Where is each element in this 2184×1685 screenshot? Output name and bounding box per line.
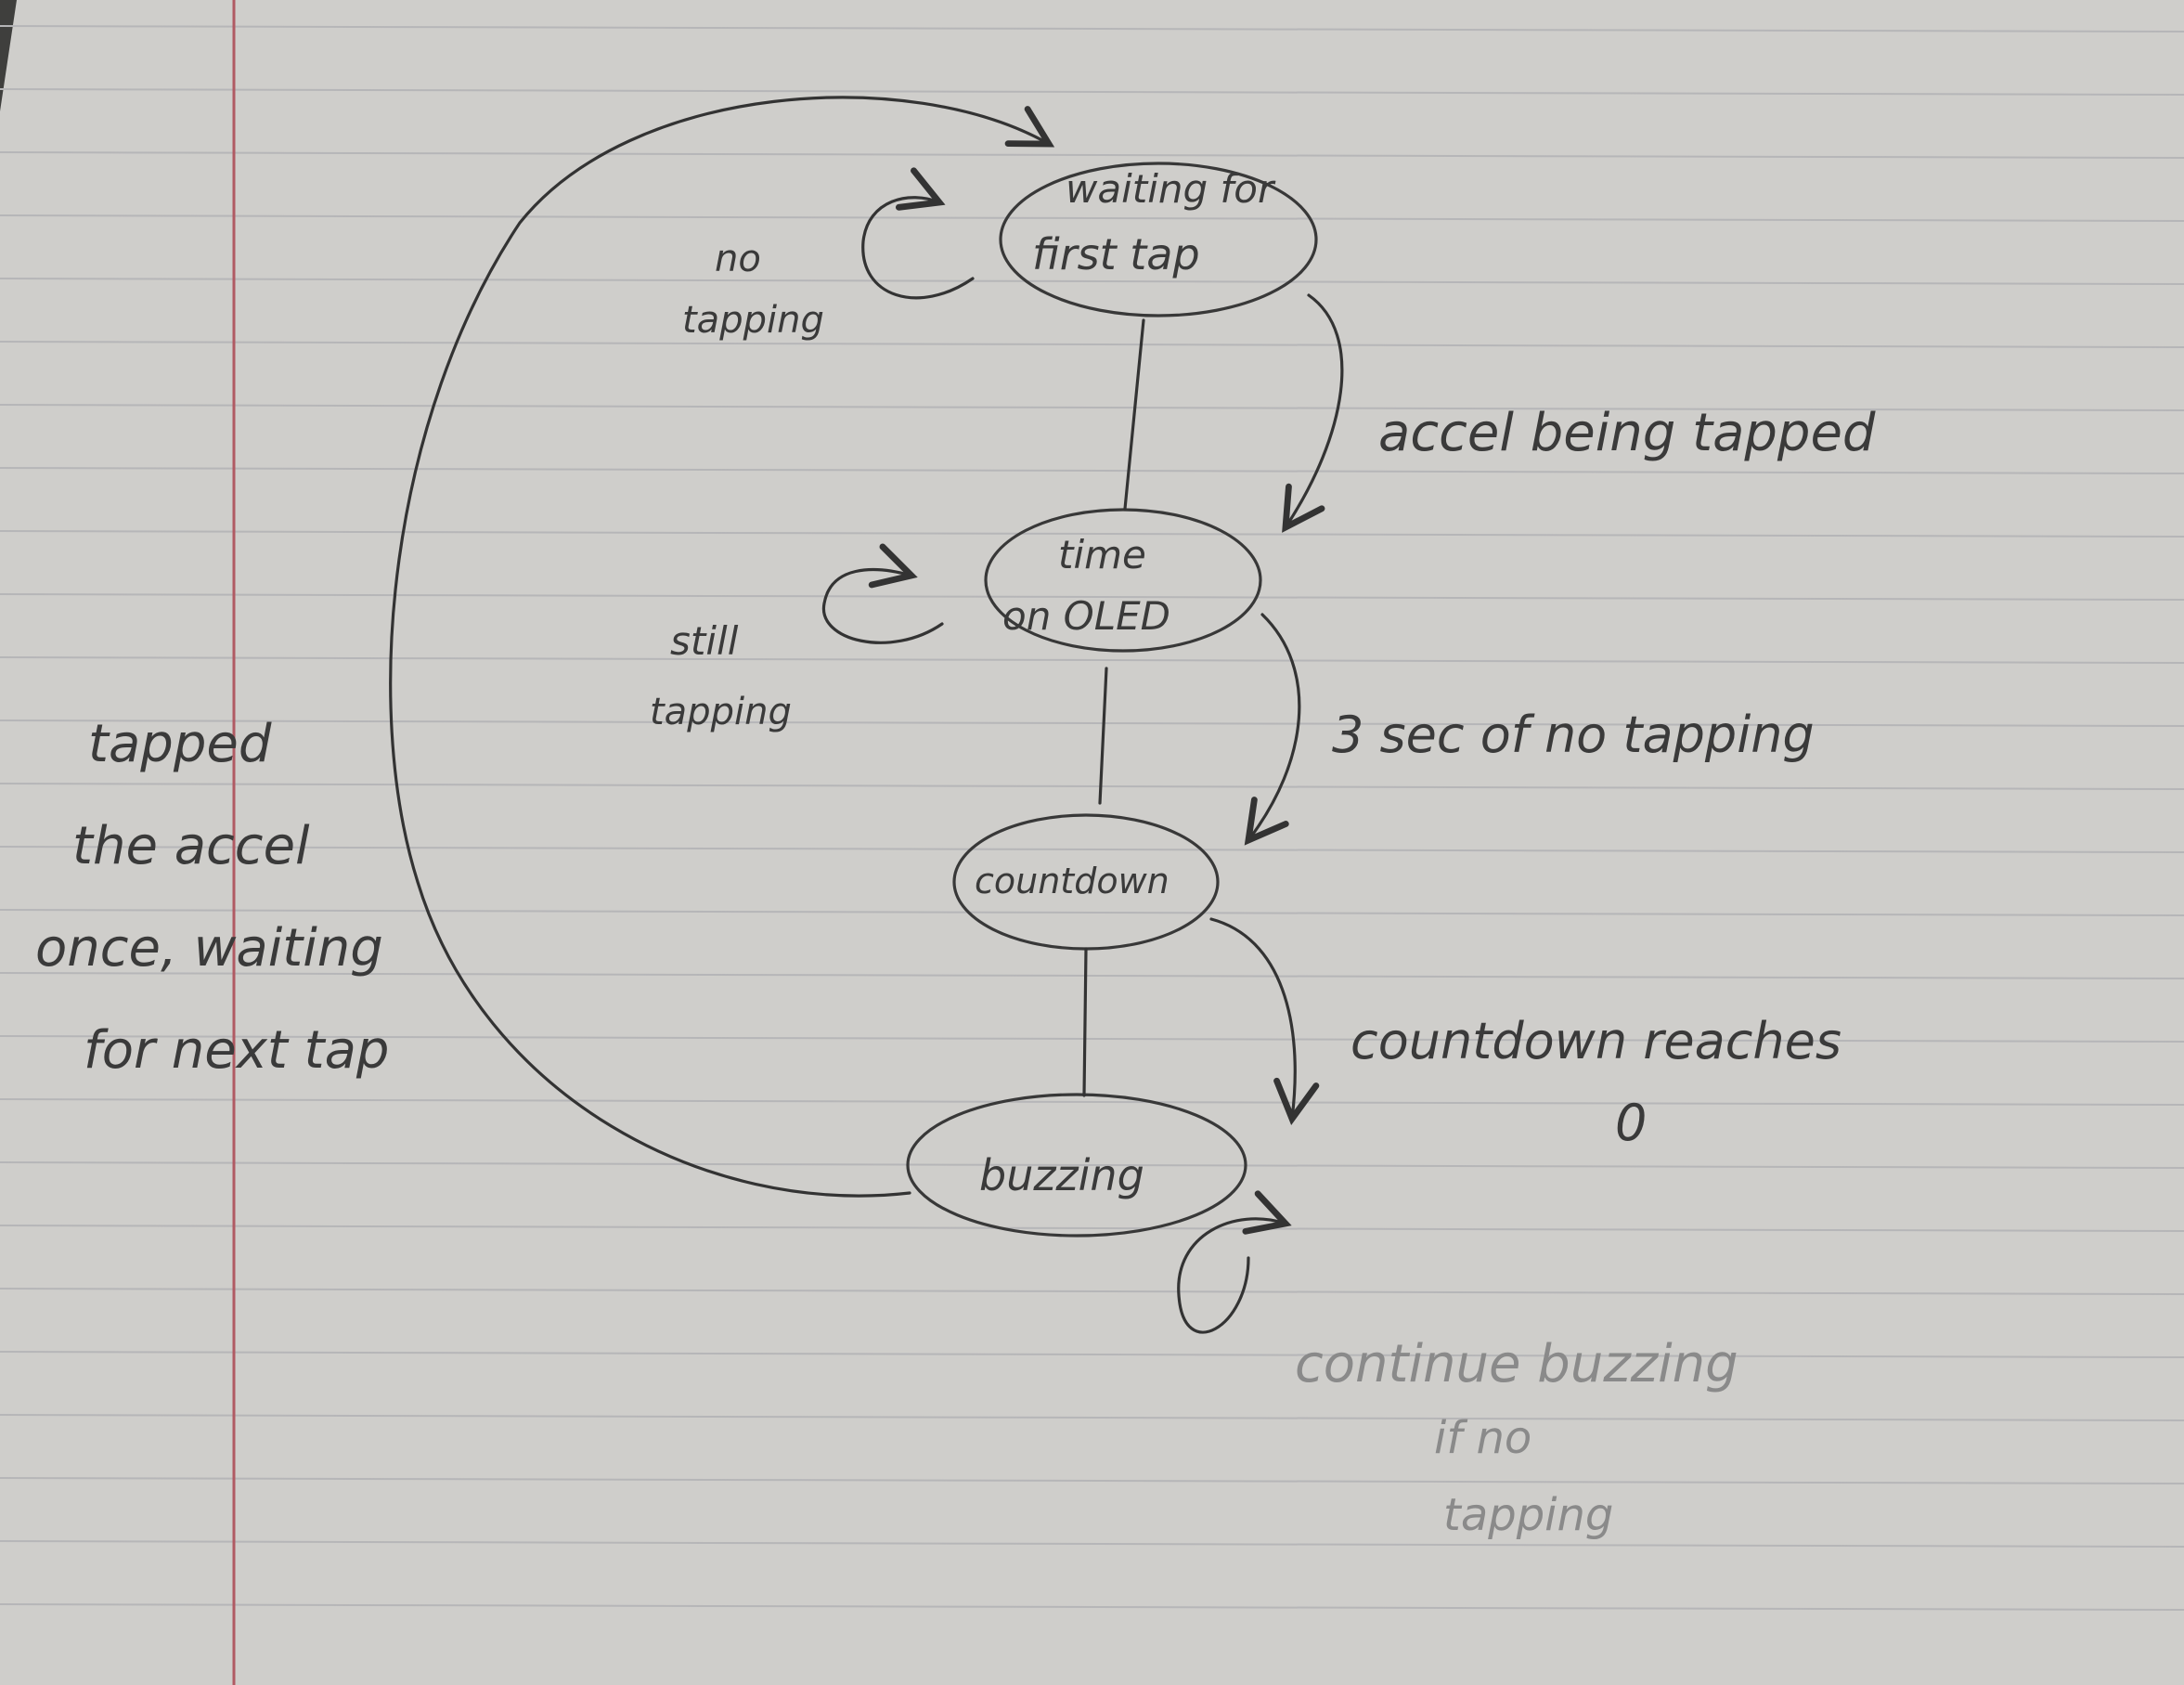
ruled-line [0,1414,2184,1421]
arrow-countdown-reaches [1209,917,1320,1125]
arrow-three-sec [1244,613,1301,846]
ruled-lines [0,25,2184,1611]
return-arc [389,96,1055,1198]
arrow-accel-tapped [1282,293,1344,533]
label-three-sec: 3 sec of no tapping [1332,706,1815,764]
ruled-line [0,783,2184,790]
label-tapping-1: tapping [682,299,824,342]
label-tapped: tapped [88,714,272,774]
label-the-accel: the accel [72,816,310,876]
label-zero: 0 [1615,1094,1647,1152]
label-tapping-2: tapping [650,691,792,733]
label-time-line2: on OLED [1002,593,1170,639]
loop-still-tapping [821,543,944,644]
ruled-line [0,1225,2184,1232]
ruled-line [0,214,2184,222]
ruled-line [0,1603,2184,1611]
label-continue-buzzing: continue buzzing [1295,1334,1738,1394]
ruled-line [0,1351,2184,1358]
connector-3 [1082,947,1088,1097]
ruled-line [0,341,2184,348]
ruled-line [0,530,2184,538]
label-if-no: if no [1434,1412,1531,1464]
ruled-line [0,1477,2184,1484]
connector-1 [1123,318,1145,511]
state-buzzing [906,1093,1247,1238]
loop-no-tapping [861,167,975,300]
label-no: no [715,238,761,280]
ruled-line [0,909,2184,916]
ruled-line [0,1098,2184,1106]
ruled-line [0,151,2184,159]
ruled-line [0,846,2184,853]
label-waiting-line2: first tap [1032,229,1200,279]
ruled-line [0,972,2184,979]
ruled-line [0,278,2184,285]
label-waiting-line1: waiting for [1066,166,1276,212]
ruled-line [0,593,2184,601]
label-accel-being-tapped: accel being tapped [1378,403,1876,463]
label-for-next-tap: for next tap [84,1020,389,1081]
connector-2 [1098,667,1108,805]
ruled-line [0,1161,2184,1169]
ruled-line [0,467,2184,474]
ruled-line [0,1288,2184,1295]
ruled-line [0,1540,2184,1548]
state-time-on-oled [984,508,1262,653]
ruled-line [0,404,2184,411]
ruled-line [0,719,2184,727]
label-buzzing: buzzing [979,1150,1144,1200]
label-still: still [670,618,739,664]
ruled-line [0,1035,2184,1043]
ruled-line [0,88,2184,96]
label-time-line1: time [1058,532,1146,577]
ruled-line [0,25,2184,32]
label-countdown: countdown [975,861,1170,901]
loop-continue-buzzing [1177,1190,1292,1334]
label-countdown-reaches: countdown reaches [1350,1012,1842,1070]
label-once-waiting: once, waiting [35,918,383,979]
state-waiting-for-first-tap [999,162,1318,318]
label-tapping-3: tapping [1443,1489,1613,1541]
ruled-line [0,656,2184,664]
